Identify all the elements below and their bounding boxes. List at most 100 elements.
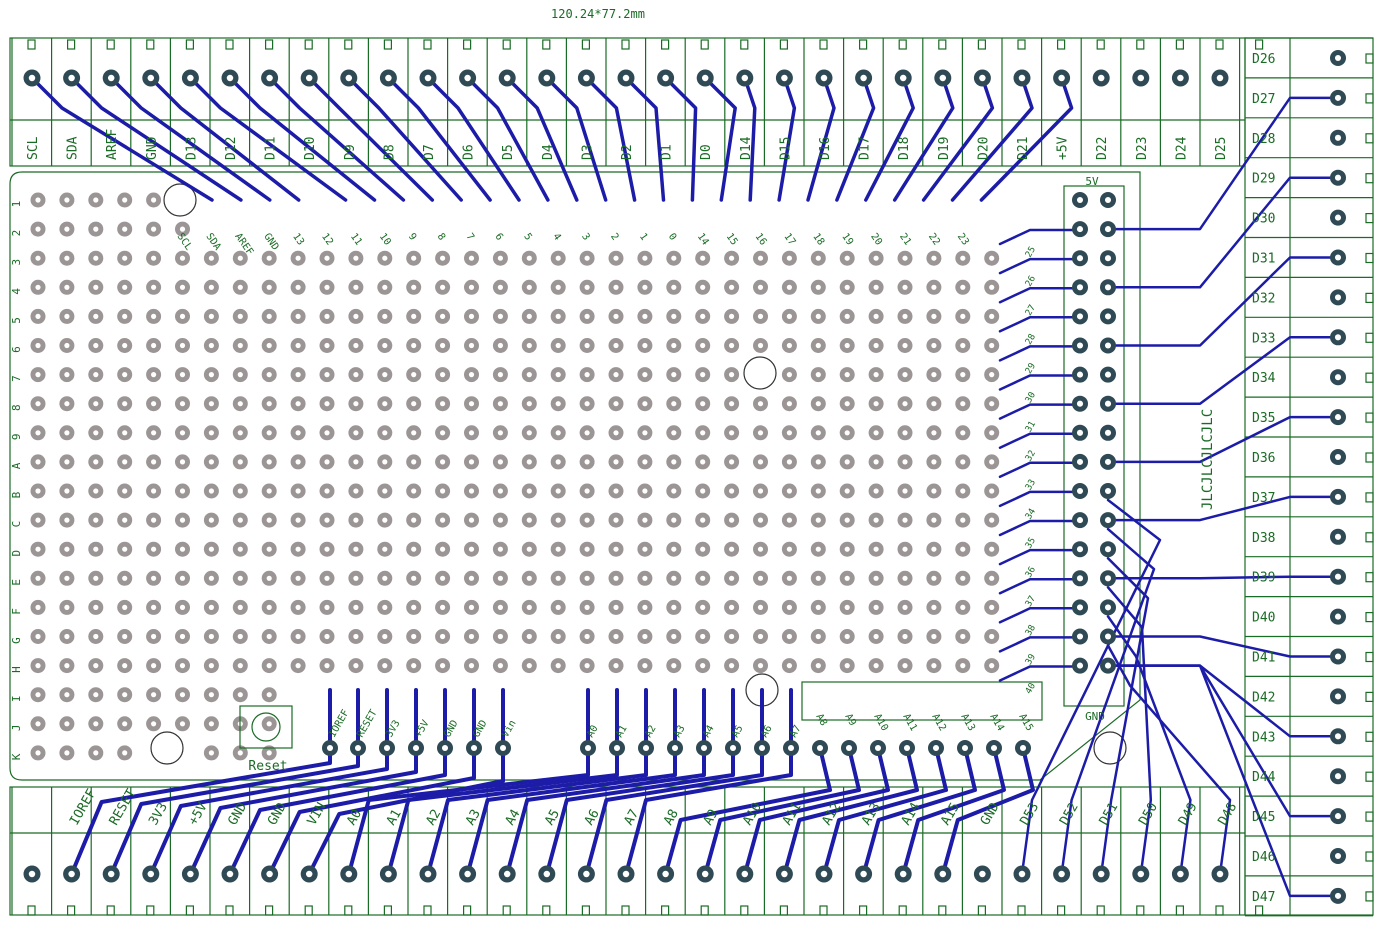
proto-pad-hole <box>64 546 70 552</box>
bottom-terminal-label: VIN <box>305 800 330 828</box>
proto-pad-hole <box>555 342 561 349</box>
double-header-pad-hole <box>1076 255 1084 262</box>
proto-pad-hole <box>440 633 446 640</box>
trace <box>703 76 737 202</box>
proto-pad-hole <box>179 575 186 581</box>
proto-pad-hole <box>179 721 186 727</box>
proto-pad-hole <box>815 488 821 494</box>
proto-pad-hole <box>208 633 214 640</box>
bottom-terminal-label: A2 <box>423 807 444 828</box>
top-terminal-label: D16 <box>818 137 833 160</box>
proto-pad-hole <box>757 663 764 669</box>
proto-pad-hole <box>873 401 879 407</box>
top-terminal-pad-hole <box>860 74 867 82</box>
proto-pad-hole <box>902 401 908 407</box>
proto-pad-hole <box>266 401 272 407</box>
right-terminal-label: D34 <box>1252 371 1276 386</box>
double-header-pad-hole <box>1076 313 1084 320</box>
proto-pad-hole <box>757 488 764 494</box>
top-terminal-label: D11 <box>264 137 279 160</box>
proto-pad-hole <box>729 633 735 640</box>
analog-header-label-2: A8 <box>813 712 829 728</box>
proto-pad-hole <box>151 372 157 378</box>
proto-pad-hole <box>613 517 619 523</box>
proto-pad-hole <box>122 750 128 756</box>
trace <box>998 636 1082 653</box>
trace <box>703 746 861 876</box>
bottom-terminal-pad-hole <box>622 870 630 878</box>
proto-pad-hole <box>208 517 214 523</box>
trace <box>109 76 272 202</box>
bottom-terminal-label: A6 <box>582 807 603 828</box>
bottom-terminal-pad-hole <box>147 870 155 878</box>
proto-pad-hole <box>122 313 128 319</box>
proto-pad-hole <box>526 430 532 436</box>
analog-header-label-2: A15 <box>1016 712 1035 733</box>
top-terminal-label: D25 <box>1214 137 1229 160</box>
top-terminal-pad-hole <box>820 74 828 82</box>
top-tick <box>463 39 472 50</box>
trace <box>998 257 1082 275</box>
proto-pad-hole <box>382 313 388 319</box>
top-terminal-label: D17 <box>858 137 873 160</box>
proto-pad-hole <box>671 604 677 611</box>
proto-pad-hole <box>208 459 214 465</box>
proto-pad-hole <box>671 372 677 378</box>
trace <box>998 374 1082 391</box>
proto-pad-hole <box>382 633 388 640</box>
row-label: J <box>10 724 23 731</box>
top-header-label: SDA <box>203 231 222 252</box>
proto-pad-hole <box>266 546 272 552</box>
proto-pad-hole <box>497 313 503 319</box>
proto-pad-hole <box>208 575 214 581</box>
top-header-label: 12 <box>319 231 335 247</box>
proto-pad-hole <box>179 372 186 378</box>
proto-pad-hole <box>700 372 706 378</box>
top-tick <box>1017 39 1026 50</box>
proto-pad-hole <box>931 255 937 261</box>
proto-pad-hole <box>960 430 966 436</box>
top-terminal-pad-hole <box>1097 74 1105 82</box>
proto-pad-hole <box>497 284 503 290</box>
trace <box>346 688 590 876</box>
bottom-terminal-pad-hole <box>68 870 75 878</box>
right-terminal-pad-hole <box>1334 134 1342 141</box>
proto-pad-hole <box>960 401 966 407</box>
proto-pad-hole <box>642 575 648 581</box>
top-terminal-pad-hole <box>701 74 709 82</box>
proto-pad-hole <box>93 604 99 611</box>
right-tick <box>1365 452 1374 463</box>
proto-pad-hole <box>324 430 330 436</box>
proto-pad-hole <box>266 575 272 581</box>
proto-pad-hole <box>411 459 417 465</box>
proto-pad-hole <box>613 342 619 349</box>
trace <box>1106 635 1340 658</box>
proto-pad-hole <box>526 284 532 290</box>
bottom-tick <box>66 905 76 916</box>
double-header-label: 28 <box>1024 332 1038 346</box>
proto-pad-hole <box>844 430 850 436</box>
bottom-tick <box>1254 905 1264 916</box>
top-header-label: 3 <box>579 231 591 242</box>
proto-pad-hole <box>237 430 243 436</box>
double-header-pad-hole <box>1076 546 1084 553</box>
proto-pad-hole <box>613 488 619 494</box>
copper-traces <box>30 76 1340 898</box>
top-terminal-pad-hole <box>1137 74 1145 82</box>
double-header-pad-hole <box>1104 226 1112 233</box>
top-terminal-label: D13 <box>184 137 199 160</box>
proto-pad-hole <box>642 372 648 378</box>
proto-pad-hole <box>555 575 561 581</box>
reset-button-outline <box>239 705 293 749</box>
right-terminal-label: D40 <box>1252 611 1275 626</box>
proto-pad-hole <box>122 692 128 698</box>
right-tick <box>1365 173 1374 184</box>
top-header-label: 7 <box>464 231 476 242</box>
trace <box>998 548 1082 566</box>
trace <box>782 746 919 876</box>
proto-pad-hole <box>208 692 214 698</box>
top-terminal-label: D20 <box>976 137 991 160</box>
right-terminal-pad-hole <box>1334 773 1342 780</box>
proto-pad-hole <box>35 284 41 290</box>
double-header-pad-hole <box>1076 196 1084 204</box>
